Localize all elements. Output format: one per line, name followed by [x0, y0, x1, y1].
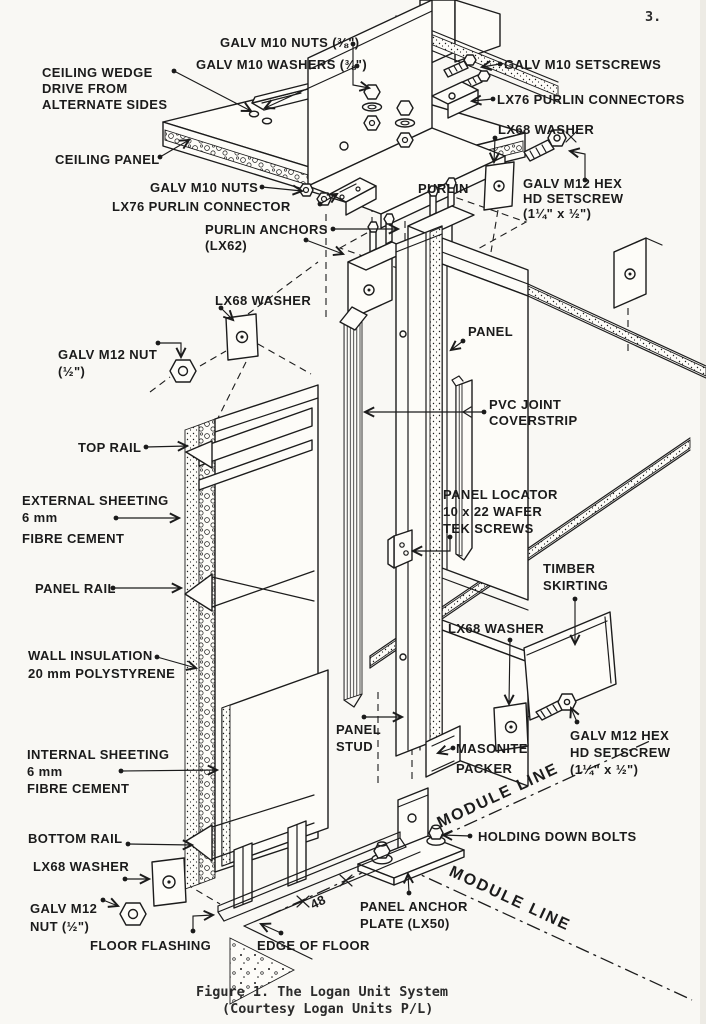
anchor-assembly-drawing [357, 787, 465, 886]
label-galv-m12-nut-bottom: NUT (½") [30, 919, 89, 934]
label-internal-sheeting: FIBRE CEMENT [27, 781, 129, 796]
label-lx68-washer-bottom: LX68 WASHER [33, 859, 129, 874]
leader-lines [100, 41, 588, 936]
label-galv-m12-hex-top: GALV M12 HEX [523, 176, 622, 191]
washer-on-panel [248, 110, 260, 118]
label-lx68-washer-mid: LX68 WASHER [215, 293, 311, 308]
module-line-upper-dashline [267, 739, 653, 917]
label-purlin-anchors: (LX62) [205, 238, 247, 253]
washer [394, 118, 416, 128]
label-external-sheeting: 6 mm [22, 510, 58, 525]
label-panel: PANEL [468, 324, 513, 339]
hex-nut [298, 183, 314, 197]
label-panel-rail: PANEL RAIL [35, 581, 116, 596]
roof-channel-drawing [395, 0, 559, 103]
label-purlin: PURLIN [418, 181, 469, 196]
module-line-lower-dashline [379, 855, 693, 1001]
washer-on-panel [261, 117, 273, 125]
label-lx68-washer-top: LX68 WASHER [498, 122, 594, 137]
pvc-coverstrip-drawing [339, 306, 368, 708]
label-internal-sheeting: 6 mm [27, 764, 63, 779]
label-timber-skirting: TIMBER [543, 561, 595, 576]
label-holding-down-bolts: HOLDING DOWN BOLTS [478, 829, 637, 844]
label-ceiling-wedge: DRIVE FROM [42, 81, 128, 96]
label-timber-skirting: SKIRTING [543, 578, 608, 593]
bottom-rail-part [185, 824, 213, 862]
label-galv-m10-nuts: GALV M10 NUTS [150, 180, 258, 195]
label-galv-m12-hex-bottom: (1¼" x ½") [570, 762, 638, 777]
label-lx68-washer-right: LX68 WASHER [448, 621, 544, 636]
page-edge [700, 0, 706, 1024]
label-panel-anchor-plate: PLATE (LX50) [360, 916, 450, 931]
label-galv-m12-nut-mid: GALV M12 NUT [58, 347, 157, 362]
label-wall-insulation: WALL INSULATION [28, 648, 153, 663]
label-panel-locator: PANEL LOCATOR [443, 487, 558, 502]
left-wall-panel-drawing [184, 384, 329, 909]
label-panel-stud: STUD [336, 739, 373, 754]
figure-caption-line1: Figure 1. The Logan Unit System [196, 984, 448, 1000]
label-galv-m12-nut-bottom: GALV M12 [30, 901, 97, 916]
label-top-rail: TOP RAIL [78, 440, 141, 455]
setscrew [523, 139, 555, 162]
label-panel-anchor-plate: PANEL ANCHOR [360, 899, 468, 914]
label-masonite-packer: PACKER [456, 761, 513, 776]
label-panel-stud: PANEL [336, 722, 381, 737]
timber-skirting-part [523, 611, 617, 721]
label-ceiling-wedge: ALTERNATE SIDES [42, 97, 167, 112]
label-edge-of-floor: EDGE OF FLOOR [257, 938, 370, 953]
label-external-sheeting: FIBRE CEMENT [22, 531, 124, 546]
page-number: 3. [645, 9, 661, 25]
label-floor-flashing: FLOOR FLASHING [90, 938, 211, 953]
washer [361, 102, 383, 112]
label-masonite-packer: MASONITE [456, 741, 528, 756]
right-wall-panel-drawing [387, 225, 706, 787]
label-galv-m12-hex-bottom: GALV M12 HEX [570, 728, 669, 743]
label-galv-m12-nut-mid: (½") [58, 364, 85, 379]
label-dimension-48: 48 [308, 892, 328, 912]
label-wall-insulation: 20 mm POLYSTYRENE [28, 666, 175, 681]
label-external-sheeting: EXTERNAL SHEETING [22, 493, 169, 508]
label-galv-m10-setscrews: GALV M10 SETSCREWS [504, 57, 661, 72]
hex-nut [396, 132, 414, 148]
figure-caption-line2: (Courtesy Logan Units P/L) [222, 1001, 433, 1017]
label-galv-m10-washers: GALV M10 WASHERS (⅜") [196, 57, 367, 72]
label-internal-sheeting: INTERNAL SHEETING [27, 747, 169, 762]
label-galv-m12-hex-bottom: HD SETSCREW [570, 745, 671, 760]
label-lx76-purlin-connectors: LX76 PURLIN CONNECTORS [497, 92, 685, 107]
label-bottom-rail: BOTTOM RAIL [28, 831, 122, 846]
label-lx76-purlin-connector: LX76 PURLIN CONNECTOR [112, 199, 291, 214]
label-galv-m12-hex-top: (1¼" x ½") [523, 206, 591, 221]
label-pvc-joint: COVERSTRIP [489, 413, 578, 428]
label-panel-locator: 10 x 22 WAFER [443, 504, 542, 519]
hex-nut [396, 100, 414, 116]
label-panel-locator: TEK SCREWS [443, 521, 534, 536]
floor-drawing [119, 831, 421, 1005]
hex-nut [363, 115, 381, 131]
label-galv-m10-nuts-top: GALV M10 NUTS (⅜") [220, 35, 360, 50]
panel-face-upper [441, 263, 529, 601]
label-ceiling-wedge: CEILING WEDGE [42, 65, 153, 80]
label-purlin-anchors: PURLIN ANCHORS [205, 222, 328, 237]
panel-rail-part [184, 573, 213, 612]
label-pvc-joint: PVC JOINT [489, 397, 561, 412]
mid-fasteners [169, 313, 259, 383]
label-galv-m12-hex-top: HD SETSCREW [523, 191, 624, 206]
label-ceiling-panel: CEILING PANEL [55, 152, 160, 167]
